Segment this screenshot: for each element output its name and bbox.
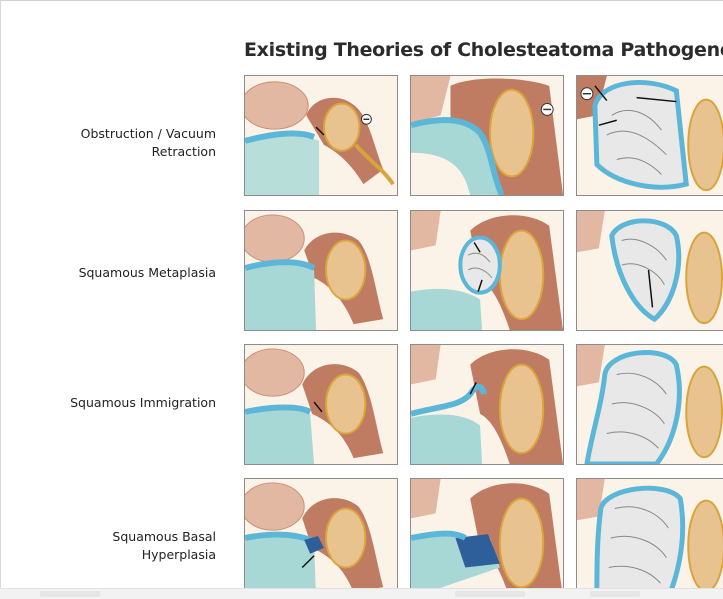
illustration-panel: [576, 210, 723, 331]
row-label-line: Hyperplasia: [16, 546, 216, 564]
illustration-panel: [576, 478, 723, 598]
row-label-line: Squamous Basal: [16, 528, 216, 546]
row-label-basal-hyperplasia: Squamous Basal Hyperplasia: [16, 528, 216, 564]
illustration-panel: [410, 344, 564, 465]
row-label-line: Obstruction / Vacuum: [16, 125, 216, 143]
illustration-panel: [410, 478, 564, 598]
bottom-bar-chip: [40, 591, 100, 597]
bottom-bar-chip: [590, 591, 640, 597]
row-label-line: Squamous Metaplasia: [16, 264, 216, 282]
illustration-panel: [410, 210, 564, 331]
bottom-bar-chip: [455, 591, 525, 597]
illustration-panel: [576, 75, 723, 196]
row-label-immigration: Squamous Immigration: [16, 394, 216, 412]
illustration-panel: [410, 75, 564, 196]
illustration-panel: [244, 75, 398, 196]
illustration-panel: [244, 344, 398, 465]
row-label-line: Retraction: [16, 143, 216, 161]
row-label-metaplasia: Squamous Metaplasia: [16, 264, 216, 282]
figure-title: Existing Theories of Cholesteatoma Patho…: [244, 39, 723, 61]
row-label-line: Squamous Immigration: [16, 394, 216, 412]
illustration-panel: [576, 344, 723, 465]
illustration-panel: [244, 478, 398, 598]
illustration-panel: [244, 210, 398, 331]
row-label-obstruction: Obstruction / Vacuum Retraction: [16, 125, 216, 161]
